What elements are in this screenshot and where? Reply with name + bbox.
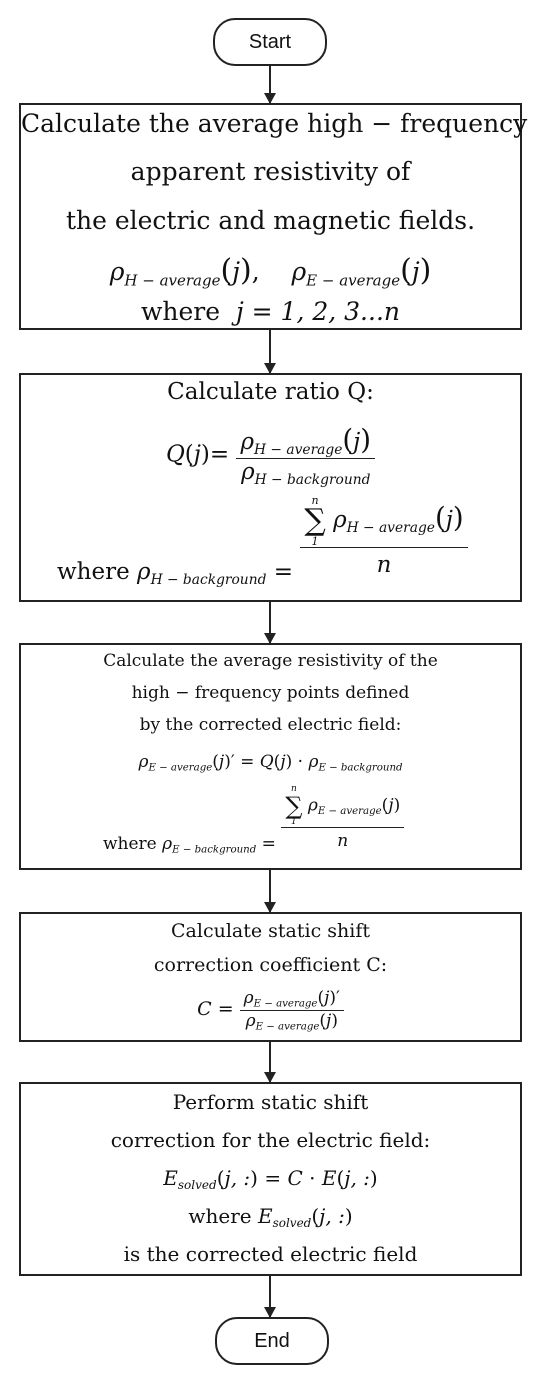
box5-line2: correction for the electric field: [110,1128,431,1152]
box3-where-formula: where ρE − background = n ∑ 1 ρE − avera… [103,784,405,855]
box1-line1: Calculate the average high − frequency [21,109,528,138]
rho-symbol: ρ [109,257,125,286]
box3-corrected-formula: ρE − average(j)′ = Q(j) · ρE − backgroun… [138,752,403,774]
arrow-box1-to-box2 [264,330,276,374]
box5-line5: is the corrected electric field [123,1242,418,1266]
box1-where-line: where j = 1, 2, 3...n [141,297,400,326]
sub-h-average: H − average [124,271,221,290]
end-terminal: End [215,1317,329,1365]
h-background-fraction: n ∑ 1 ρH − average(j) n [300,494,468,578]
arrow-box3-to-box4 [264,870,276,913]
box4-line1: Calculate static shift [171,920,370,942]
box5-line1: Perform static shift [172,1090,369,1114]
end-label: End [254,1329,290,1352]
box5-e-formula: Esolved(j, :) = C · E(j, :) [163,1166,378,1193]
sum-symbol: n ∑ 1 [285,784,303,827]
box2-title: Calculate ratio Q: [167,379,374,405]
step-calculate-ratio-q: Calculate ratio Q: Q(j)= ρH − average(j)… [19,373,522,602]
box4-line2: correction coefficient C: [153,954,388,976]
start-label: Start [248,30,292,53]
sub-e-average: E − average [306,271,401,290]
arrow-box4-to-box5 [264,1042,276,1083]
box1-formula: ρH − average(j), ρE − average(j) [109,253,432,290]
box5-where-line: where Esolved(j, :) [188,1204,353,1231]
box3-line3: by the corrected electric field: [139,715,402,735]
sum-symbol: n ∑ 1 [304,494,326,548]
box3-line2: high − frequency points defined [131,683,410,703]
c-fraction: ρE − average(j)′ ρE − average(j) [239,988,344,1032]
arrow-box5-to-end [264,1276,276,1318]
step-average-apparent-resistivity: Calculate the average high − frequency a… [19,103,528,330]
box1-line3: the electric and magnetic fields. [65,206,476,235]
arrow-box2-to-box3 [264,602,276,644]
box3-line1: Calculate the average resistivity of the [103,651,438,671]
arrow-start-to-box1 [264,64,276,104]
box2-where-formula: where ρH − background = n ∑ 1 ρH − avera… [57,494,468,587]
box1-line2: apparent resistivity of [130,157,411,186]
box2-q-formula: Q(j)= ρH − average(j) ρH − background [21,423,520,488]
step-corrected-average-resistivity: Calculate the average resistivity of the… [19,643,522,870]
q-fraction: ρH − average(j) ρH − background [236,423,376,488]
box4-c-formula: C = ρE − average(j)′ ρE − average(j) [21,988,520,1032]
start-terminal: Start [213,18,327,66]
e-background-fraction: n ∑ 1 ρE − average(j) n [281,784,405,851]
step-perform-correction: Perform static shift correction for the … [19,1082,522,1276]
j-range: j = 1, 2, 3...n [235,297,400,326]
step-static-shift-coefficient: Calculate static shift correction coeffi… [19,912,522,1042]
